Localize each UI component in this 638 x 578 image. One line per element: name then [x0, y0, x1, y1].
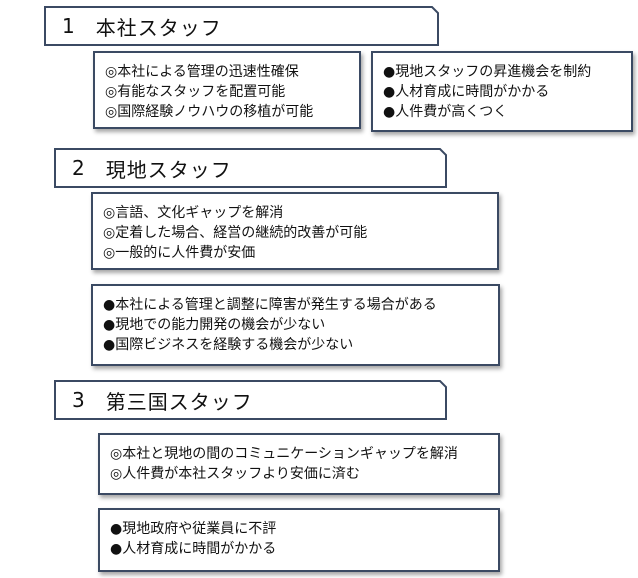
section-3-number: 3: [72, 388, 86, 412]
section-1-merit-3: ◎国際経験ノウハウの移植が可能: [105, 104, 314, 120]
section-2-merit-2: ◎定着した場合、経営の継続的改善が可能: [103, 225, 368, 241]
section-1-merits-box: ◎本社による管理の迅速性確保 ◎有能なスタッフを配置可能 ◎国際経験ノウハウの移…: [93, 51, 361, 129]
section-1-header-shape: [44, 6, 439, 46]
section-1-merit-1: ◎本社による管理の迅速性確保: [105, 64, 299, 80]
section-3-header: 3 第三国スタッフ: [54, 380, 448, 420]
section-3-merits-box: ◎本社と現地の間のコミュニケーションギャップを解消 ◎人件費が本社スタッフより安…: [98, 433, 500, 495]
section-3-title-text: 第三国スタッフ: [105, 389, 253, 414]
section-2-header: 2 現地スタッフ: [54, 148, 448, 188]
section-3-merit-1: ◎本社と現地の間のコミュニケーションギャップを解消: [110, 446, 458, 462]
section-2-title: 2 現地スタッフ: [72, 148, 232, 188]
section-2-merit-1: ◎言語、文化ギャップを解消: [103, 205, 284, 221]
section-3-demerit-2: ●人材育成に時間がかかる: [110, 541, 277, 557]
section-1-merit-2: ◎有能なスタッフを配置可能: [105, 84, 286, 100]
section-3-merit-2: ◎人件費が本社スタッフより安価に済む: [110, 466, 360, 482]
section-1-title: 1 本社スタッフ: [62, 6, 222, 46]
section-2-demerit-3: ●国際ビジネスを経験する機会が少ない: [103, 337, 354, 353]
section-1-demerit-1: ●現地スタッフの昇進機会を制約: [383, 64, 592, 80]
section-1-demerit-2: ●人材育成に時間がかかる: [383, 84, 550, 100]
section-2-number: 2: [72, 156, 86, 180]
section-1-header: 1 本社スタッフ: [44, 6, 440, 46]
section-1-demerit-3: ●人件費が高くつく: [383, 104, 508, 120]
section-3-title: 3 第三国スタッフ: [72, 380, 253, 420]
section-2-merit-3: ◎一般的に人件費が安価: [103, 245, 256, 261]
section-3-demerits-box: ●現地政府や従業員に不評 ●人材育成に時間がかかる: [98, 508, 500, 572]
section-3-demerit-1: ●現地政府や従業員に不評: [110, 521, 277, 537]
section-2-demerits-box: ●本社による管理と調整に障害が発生する場合がある ●現地での能力開発の機会が少な…: [91, 284, 500, 366]
section-3-header-shape: [54, 380, 447, 420]
section-2-header-shape: [54, 148, 447, 188]
section-1-number: 1: [62, 14, 76, 38]
section-1-demerits-box: ●現地スタッフの昇進機会を制約 ●人材育成に時間がかかる ●人件費が高くつく: [371, 51, 633, 132]
section-2-title-text: 現地スタッフ: [105, 157, 232, 182]
section-2-merits-box: ◎言語、文化ギャップを解消 ◎定着した場合、経営の継続的改善が可能 ◎一般的に人…: [91, 192, 499, 270]
section-2-demerit-2: ●現地での能力開発の機会が少ない: [103, 317, 326, 333]
section-1-title-text: 本社スタッフ: [95, 15, 222, 40]
section-2-demerit-1: ●本社による管理と調整に障害が発生する場合がある: [103, 297, 437, 313]
